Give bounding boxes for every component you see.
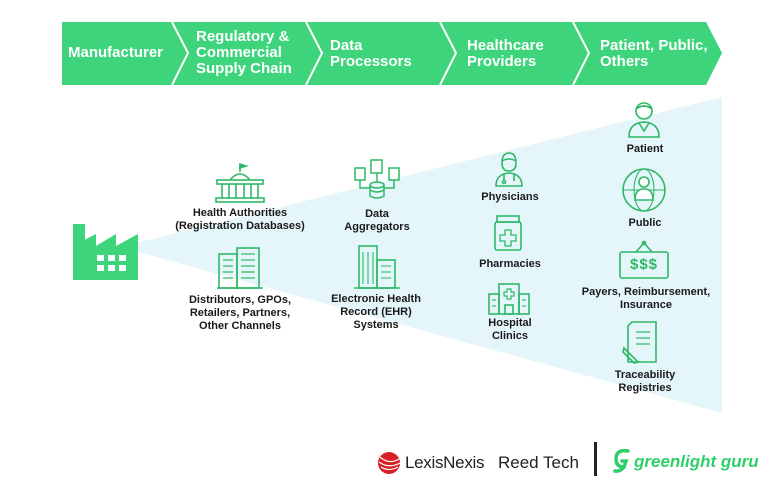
- node-label-distributors: Distributors, GPOs, Retailers, Partners,…: [188, 294, 292, 332]
- node-label-data-aggregators: Data Aggregators: [344, 208, 410, 233]
- node-label-public: Public: [628, 217, 662, 229]
- reedtech-logo-text: Reed Tech: [498, 453, 579, 472]
- data-aggregation-icon: [352, 158, 402, 204]
- stage-label-patient-public: Patient, Public, Others: [600, 37, 708, 70]
- node-label-pharmacies: Pharmacies: [479, 258, 541, 270]
- node-label-physicians: Physicians: [481, 191, 539, 203]
- pharmacy-icon: [494, 214, 522, 252]
- stage-chevron-2: [172, 22, 322, 85]
- document-pen-icon: [622, 320, 664, 364]
- stage-chevron-3: [306, 22, 456, 85]
- node-label-patient: Patient: [626, 143, 664, 155]
- node-label-traceability: Traceability Registries: [614, 369, 676, 394]
- government-building-icon: [214, 162, 266, 204]
- factory-icon: [70, 218, 146, 280]
- logo-divider: [594, 442, 597, 476]
- stage-label-manufacturer: Manufacturer: [68, 44, 164, 61]
- hospital-icon: [487, 280, 531, 316]
- node-label-health-authorities: Health Authorities (Registration Databas…: [175, 207, 305, 232]
- office-buildings-icon: [216, 246, 264, 290]
- globe-person-icon: [621, 167, 667, 213]
- stage-label-regulatory: Regulatory & Commercial Supply Chain: [196, 28, 292, 77]
- lexisnexis-logo-text: LexisNexis: [405, 453, 485, 472]
- greenlight-logo-text: greenlight guru: [634, 452, 759, 471]
- money-sign-icon: [617, 240, 671, 280]
- stage-label-healthcare-providers: Healthcare Providers: [467, 37, 544, 70]
- greenlight-logo-icon: [612, 447, 632, 473]
- payers-sign-text: $$$: [629, 256, 659, 273]
- skyscraper-icon: [353, 244, 401, 290]
- node-label-hospital: Hospital Clinics: [488, 317, 532, 342]
- patient-icon: [626, 99, 662, 139]
- stage-chevron-5: [573, 22, 722, 85]
- stage-label-data-processors: Data Processors: [330, 37, 412, 70]
- stage-chevron-1: [62, 22, 188, 85]
- physician-icon: [494, 151, 524, 187]
- stage-chevron-bar: [62, 21, 722, 86]
- stage-chevron-4: [440, 22, 589, 85]
- node-label-payers: Payers, Reimbursement, Insurance: [581, 286, 711, 311]
- node-label-ehr: Electronic Health Record (EHR) Systems: [331, 293, 421, 331]
- lexisnexis-logo-icon: [375, 451, 403, 475]
